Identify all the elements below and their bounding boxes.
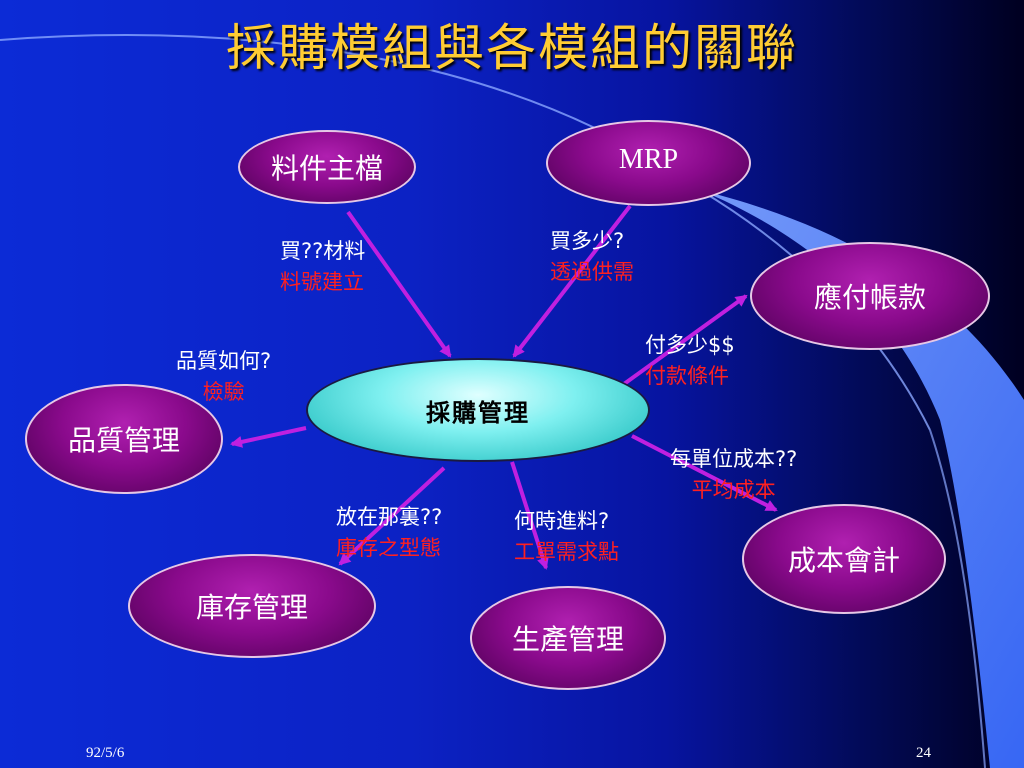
label-accounts-payable: 付多少$$ 付款條件 (645, 330, 735, 392)
label-answer: 料號建立 (280, 270, 364, 294)
label-answer: 付款條件 (645, 364, 729, 388)
arrow-accounts-payable (622, 294, 748, 386)
label-question: 品質如何? (176, 349, 272, 373)
arrow-item-master (346, 210, 452, 358)
label-answer: 庫存之型態 (336, 536, 441, 560)
node-item-master: 料件主檔 (238, 130, 416, 204)
footer-page-number: 24 (916, 745, 931, 761)
label-question: 每單位成本?? (670, 447, 798, 471)
arrow-inventory (338, 466, 446, 566)
slide-title: 採購模組與各模組的關聯 (226, 19, 798, 77)
label-question: 放在那裏?? (336, 505, 443, 529)
footer-date: 92/5/6 (86, 745, 125, 761)
label-inventory: 放在那裏?? 庫存之型態 (336, 502, 442, 564)
node-accounts-payable: 應付帳款 (750, 242, 990, 350)
decorative-curve-2 (929, 429, 986, 768)
node-cost-accounting: 成本會計 (742, 504, 946, 614)
node-inventory: 庫存管理 (128, 554, 376, 658)
label-item-master: 買??材料 料號建立 (280, 236, 365, 298)
node-production: 生產管理 (470, 586, 666, 690)
arrow-cost-accounting (631, 434, 778, 512)
node-quality: 品質管理 (25, 384, 223, 494)
label-answer: 檢驗 (202, 380, 245, 404)
label-answer: 透過供需 (550, 260, 634, 284)
arrow-mrp (512, 204, 632, 358)
label-question: 買多少? (550, 229, 625, 253)
label-production: 何時進料? 工單需求點 (514, 506, 619, 568)
arrow-quality (230, 426, 307, 448)
label-question: 付多少$$ (645, 333, 735, 357)
label-quality: 品質如何? 檢驗 (176, 346, 271, 408)
node-center-purchasing: 採購管理 (306, 358, 650, 462)
arrow-production (510, 461, 549, 570)
label-answer: 平均成本 (691, 478, 776, 502)
label-question: 何時進料? (514, 509, 610, 533)
node-mrp: MRP (546, 120, 751, 206)
label-mrp: 買多少? 透過供需 (550, 226, 634, 288)
label-cost-accounting: 每單位成本?? 平均成本 (670, 444, 797, 506)
label-answer: 工單需求點 (514, 540, 619, 564)
label-question: 買??材料 (280, 239, 366, 263)
